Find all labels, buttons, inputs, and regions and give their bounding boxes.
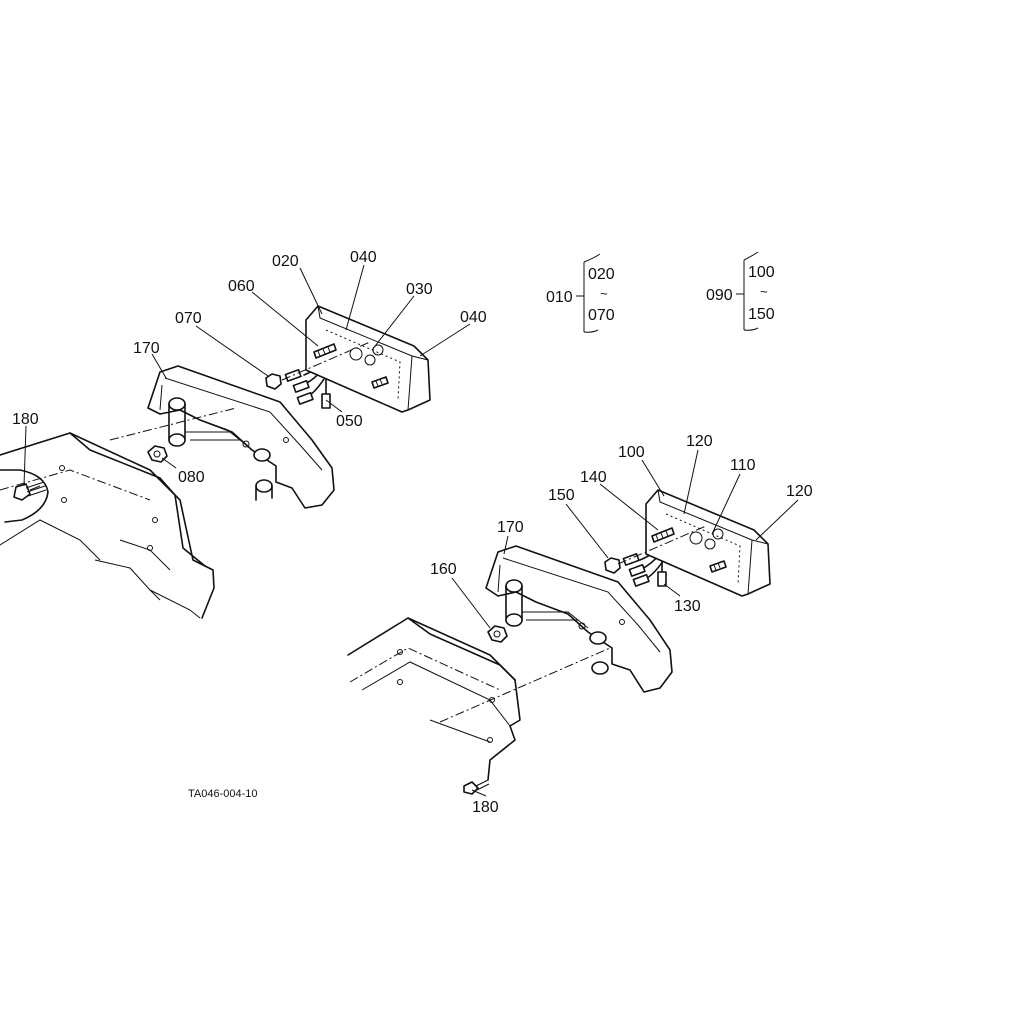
callout-110: 110	[730, 457, 756, 474]
left-fender-body	[0, 432, 215, 619]
callout-180-right: 180	[472, 799, 499, 816]
callout-140: 140	[580, 469, 607, 486]
callout-080: 080	[178, 469, 205, 486]
right-nut-150	[604, 557, 621, 574]
group-to-070: 070	[588, 307, 615, 324]
right-assembly	[347, 489, 771, 795]
callout-130: 130	[674, 598, 701, 615]
group-tilde-left: ~	[600, 286, 608, 301]
drawing-code: TA046-004-10	[188, 788, 258, 800]
callouts-right: 100 120 140 110 120 150 170 160 130 180	[430, 433, 813, 816]
left-centerline	[109, 407, 237, 441]
callout-030: 030	[406, 281, 433, 298]
callout-120-top: 120	[686, 433, 713, 450]
right-bracket-170	[485, 545, 673, 693]
callout-060: 060	[228, 278, 255, 295]
callout-100: 100	[618, 444, 645, 461]
callouts-left: 020 040 060 030 040 070 170 050 180 080	[12, 249, 487, 486]
group-tilde-right: ~	[760, 284, 768, 299]
right-fender-body	[347, 617, 611, 781]
left-assembly	[0, 305, 431, 619]
callout-040-top: 040	[350, 249, 377, 266]
leader-lines	[23, 264, 799, 797]
group-parent-090: 090	[706, 287, 733, 304]
callout-020: 020	[272, 253, 299, 270]
callout-070: 070	[175, 310, 202, 327]
left-nut-070	[265, 373, 282, 390]
callout-170-right: 170	[497, 519, 524, 536]
callout-180-left: 180	[12, 411, 39, 428]
callout-050: 050	[336, 413, 363, 430]
callout-160: 160	[430, 561, 457, 578]
callout-170-left: 170	[133, 340, 160, 357]
callout-040-right: 040	[460, 309, 487, 326]
left-bracket-170	[147, 365, 335, 509]
right-lamp-100	[645, 489, 771, 597]
group-parent-010: 010	[546, 289, 573, 306]
group-from-020: 020	[588, 266, 615, 283]
group-label-right: 090 100 ~ 150	[706, 251, 775, 331]
group-label-left: 010 020 ~ 070	[546, 253, 615, 333]
callout-120-right: 120	[786, 483, 813, 500]
callout-150: 150	[548, 487, 575, 504]
right-screws	[617, 525, 727, 573]
right-nut-160	[487, 625, 508, 643]
group-from-100: 100	[748, 264, 775, 281]
left-lamp-020	[305, 305, 431, 413]
group-to-150: 150	[748, 306, 775, 323]
left-screws	[281, 341, 389, 389]
